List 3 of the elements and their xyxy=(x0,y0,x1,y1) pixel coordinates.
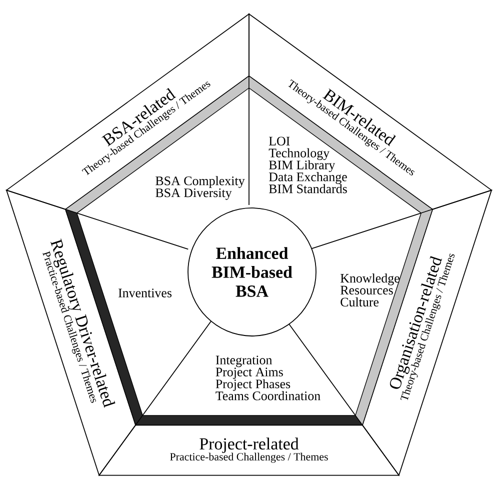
sector-text: LOI Technology BIM Library Data Exchange BIM Standards xyxy=(268,136,347,194)
sector-text: Integration Project Aims Project Phases Teams Coordination xyxy=(216,356,320,400)
sector-text: BSA Complexity BSA Diversity xyxy=(156,176,245,200)
